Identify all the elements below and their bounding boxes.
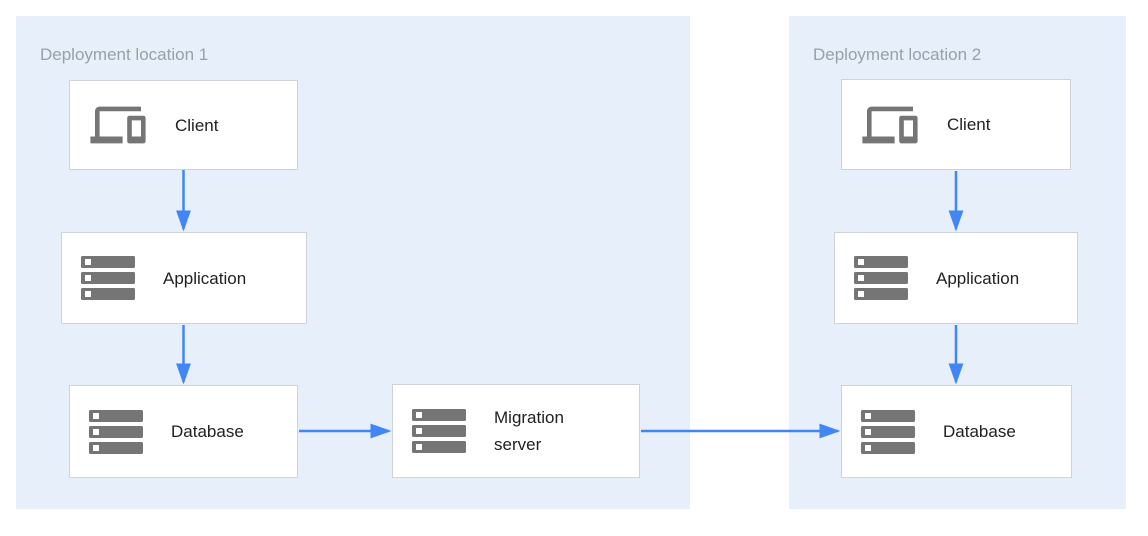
- server-stack-icon: [861, 409, 915, 454]
- node-label: Database: [943, 422, 1016, 441]
- region-1-label: Deployment location 1: [40, 45, 209, 64]
- node-database-2: Database: [841, 385, 1072, 478]
- server-stack-icon: [81, 256, 135, 300]
- devices-icon: [89, 102, 147, 148]
- node-client-2: Client: [841, 79, 1071, 170]
- region-2-label: Deployment location 2: [813, 45, 982, 64]
- node-label: Application: [163, 268, 247, 288]
- node-label: Client: [175, 115, 219, 135]
- devices-icon: [861, 102, 919, 148]
- node-database-1: Database: [69, 385, 298, 478]
- node-client-1: Client: [69, 80, 298, 170]
- node-label: Application: [936, 268, 1020, 288]
- node-label: Client: [947, 115, 991, 134]
- node-migration-server: Migration server: [392, 384, 640, 478]
- server-stack-icon: [854, 256, 908, 300]
- server-stack-icon: [89, 409, 143, 454]
- server-stack-icon: [412, 409, 466, 453]
- node-application-1: Application: [61, 232, 307, 324]
- node-label: Database: [171, 422, 244, 441]
- node-label: Migration server: [494, 408, 564, 454]
- node-application-2: Application: [834, 232, 1078, 324]
